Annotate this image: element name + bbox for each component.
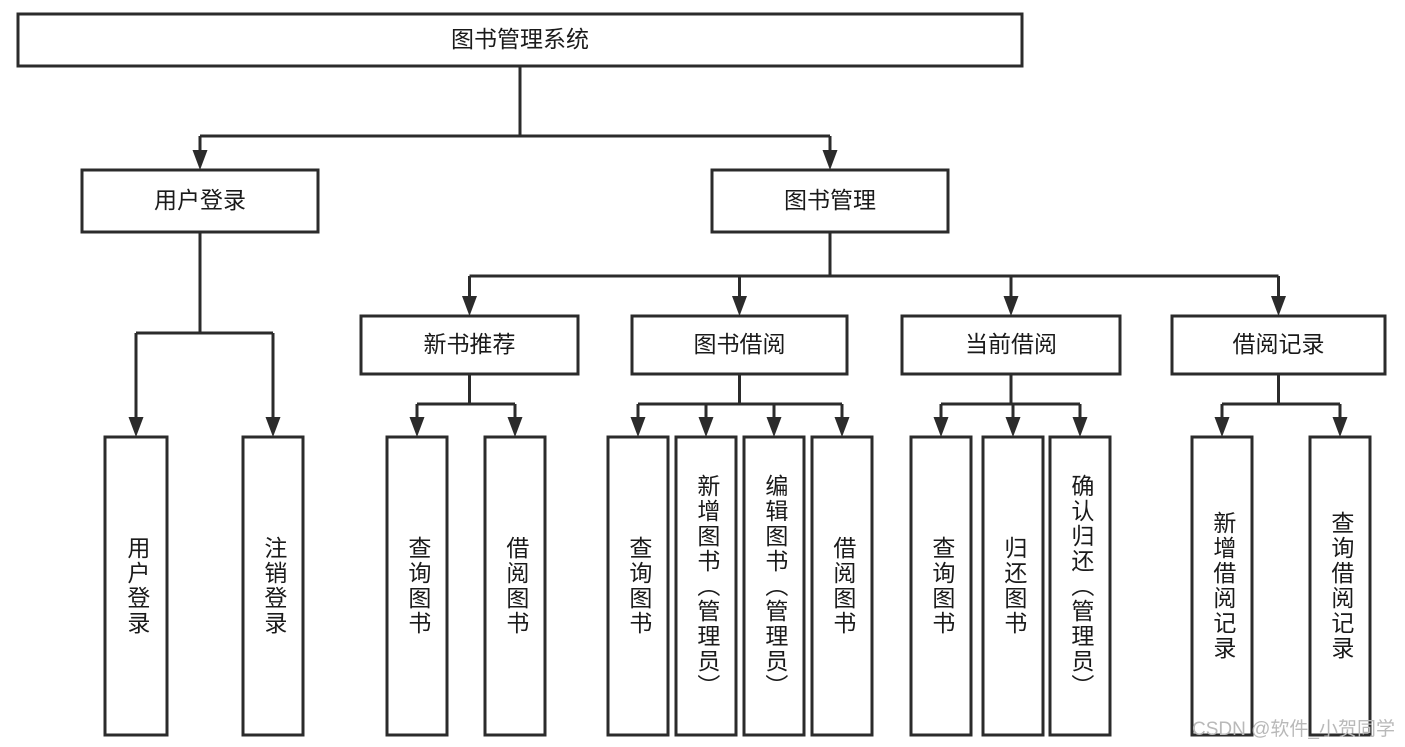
node-label-bookmgmt: 图书管理 [784,187,876,213]
node-label-newbook: 新书推荐 [424,331,516,357]
connector-arrow-icon [766,417,782,437]
node-box-leaf-query-book-1[interactable] [385,435,449,737]
node-label-borrow: 图书借阅 [694,331,786,357]
node-box-borrow[interactable] [630,314,849,376]
node-box-newbook[interactable] [359,314,580,376]
node-box-leaf-confirm-return[interactable] [1048,435,1112,737]
boxes-layer [16,12,1387,737]
connector-arrow-icon [1072,417,1088,437]
connector-arrow-icon [507,417,523,437]
connector-arrow-icon [1005,417,1021,437]
csdn-watermark: CSDN @软件_小贺同学 [1192,719,1395,740]
node-box-leaf-query-book-3[interactable] [909,435,973,737]
node-box-leaf-borrow-book-2[interactable] [810,435,874,737]
node-box-leaf-return-book[interactable] [981,435,1045,737]
node-label-login: 用户登录 [154,187,246,213]
connector-arrow-icon [192,150,208,170]
connector-arrow-icon [698,417,714,437]
connector-arrow-icon [1003,296,1019,316]
node-box-leaf-query-book-2[interactable] [606,435,670,737]
connector-arrow-icon [933,417,949,437]
node-box-leaf-query-record[interactable] [1308,435,1372,737]
node-box-leaf-add-book[interactable] [674,435,738,737]
connector-arrow-icon [1214,417,1230,437]
node-box-leaf-edit-book[interactable] [742,435,806,737]
connector-arrow-icon [732,296,747,316]
node-box-leaf-borrow-book-1[interactable] [483,435,547,737]
connector-arrow-icon [409,417,425,437]
node-box-current[interactable] [900,314,1122,376]
node-label-current: 当前借阅 [965,331,1057,357]
node-box-records[interactable] [1170,314,1387,376]
connector-arrow-icon [265,417,281,437]
connector-arrow-icon [1271,296,1286,316]
node-box-login[interactable] [80,168,320,234]
node-box-bookmgmt[interactable] [710,168,950,234]
node-box-leaf-user-login[interactable] [103,435,169,737]
connector-arrow-icon [462,296,477,316]
connector-arrow-icon [630,417,646,437]
node-box-leaf-add-record[interactable] [1190,435,1254,737]
node-label-root: 图书管理系统 [451,26,589,52]
connector-arrow-icon [822,150,838,170]
connector-arrow-icon [834,417,850,437]
node-box-leaf-user-logout[interactable] [241,435,305,737]
node-box-root[interactable] [16,12,1024,68]
connector-arrow-icon [128,417,144,437]
connectors-layer [128,66,1348,437]
node-label-records: 借阅记录 [1233,331,1325,357]
connector-arrow-icon [1332,417,1348,437]
